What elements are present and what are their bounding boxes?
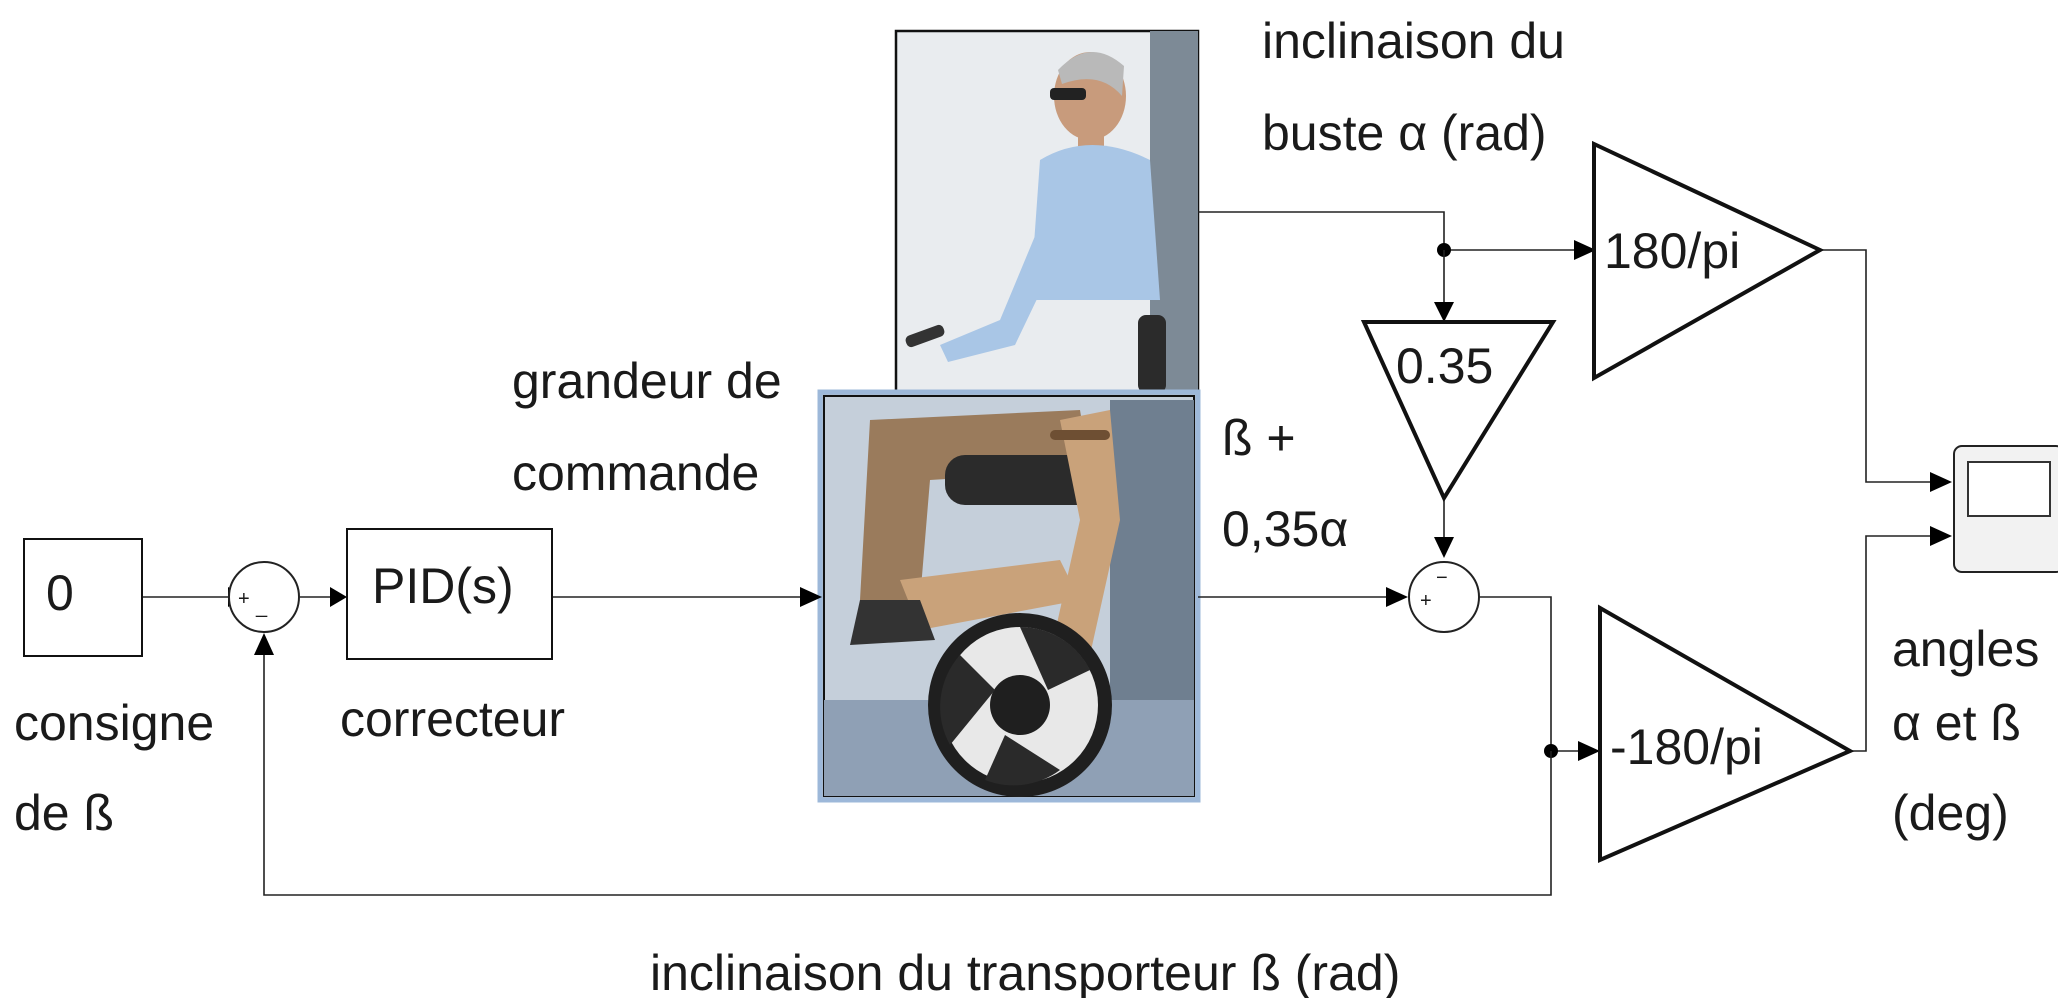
constant-block[interactable]: 0 bbox=[23, 538, 143, 657]
grandeur-line1: grandeur de bbox=[512, 353, 782, 409]
beta-plus-line2: 0,35α bbox=[1222, 501, 1348, 557]
label-correcteur: correcteur bbox=[340, 691, 565, 747]
angles-line3: (deg) bbox=[1892, 785, 2009, 841]
arrowhead bbox=[800, 587, 822, 607]
buste-line2: buste α (rad) bbox=[1262, 105, 1547, 161]
arrowhead bbox=[1434, 537, 1454, 558]
wire-sum2-out bbox=[1478, 596, 1552, 751]
sum-block-1[interactable]: + _ bbox=[228, 561, 300, 633]
arrowhead bbox=[254, 633, 274, 655]
wire-feedback bbox=[263, 655, 1552, 896]
wire-neggain-scope bbox=[1850, 535, 1930, 752]
angles-line2: α et ß bbox=[1892, 695, 2021, 751]
sum-block-2[interactable]: + − bbox=[1408, 561, 1480, 633]
pid-label: PID(s) bbox=[372, 558, 514, 614]
arrowhead bbox=[1578, 741, 1600, 761]
consigne-line1: consigne bbox=[14, 695, 214, 751]
arrowhead bbox=[1386, 587, 1408, 607]
gain-neg180-block[interactable]: -180/pi bbox=[1598, 604, 1855, 864]
sum2-minus-sign: − bbox=[1436, 567, 1448, 589]
constant-value: 0 bbox=[46, 565, 74, 621]
gain-180-block[interactable]: 180/pi bbox=[1592, 140, 1825, 382]
gain-180-label: 180/pi bbox=[1604, 223, 1740, 279]
label-inclinaison-transporteur: inclinaison du transporteur ß (rad) bbox=[650, 945, 1400, 998]
scope-block[interactable] bbox=[1953, 445, 2058, 573]
sum2-plus-sign: + bbox=[1420, 590, 1432, 612]
label-angles: angles α et ß (deg) bbox=[1892, 621, 2039, 841]
wire-alpha bbox=[1198, 211, 1445, 250]
wire-gain180-scope bbox=[1820, 249, 1930, 483]
transporter-photo bbox=[817, 389, 1201, 803]
sum1-minus-sign: _ bbox=[255, 596, 268, 618]
label-inclinaison-buste: inclinaison du buste α (rad) bbox=[1262, 13, 1565, 161]
beta-plus-line1: ß + bbox=[1222, 410, 1296, 466]
arrowhead bbox=[330, 587, 347, 607]
label-consigne: consigne de ß bbox=[14, 695, 214, 841]
sum1-plus-sign: + bbox=[238, 588, 250, 610]
arrowhead bbox=[1930, 472, 1952, 492]
consigne-line2: de ß bbox=[14, 785, 114, 841]
pid-block[interactable]: PID(s) bbox=[346, 528, 553, 660]
angles-line1: angles bbox=[1892, 621, 2039, 677]
rider-photo bbox=[894, 29, 1200, 395]
arrowhead bbox=[1434, 302, 1454, 322]
grandeur-line2: commande bbox=[512, 445, 759, 501]
label-beta-plus: ß + 0,35α bbox=[1222, 410, 1348, 557]
buste-line1: inclinaison du bbox=[1262, 13, 1565, 69]
gain-035-block[interactable]: 0.35 bbox=[1360, 320, 1557, 503]
arrowhead bbox=[1574, 240, 1596, 260]
gain-035-label: 0.35 bbox=[1396, 338, 1493, 394]
arrowhead bbox=[1930, 526, 1952, 546]
label-grandeur: grandeur de commande bbox=[512, 353, 782, 501]
gain-neg180-label: -180/pi bbox=[1610, 719, 1763, 775]
